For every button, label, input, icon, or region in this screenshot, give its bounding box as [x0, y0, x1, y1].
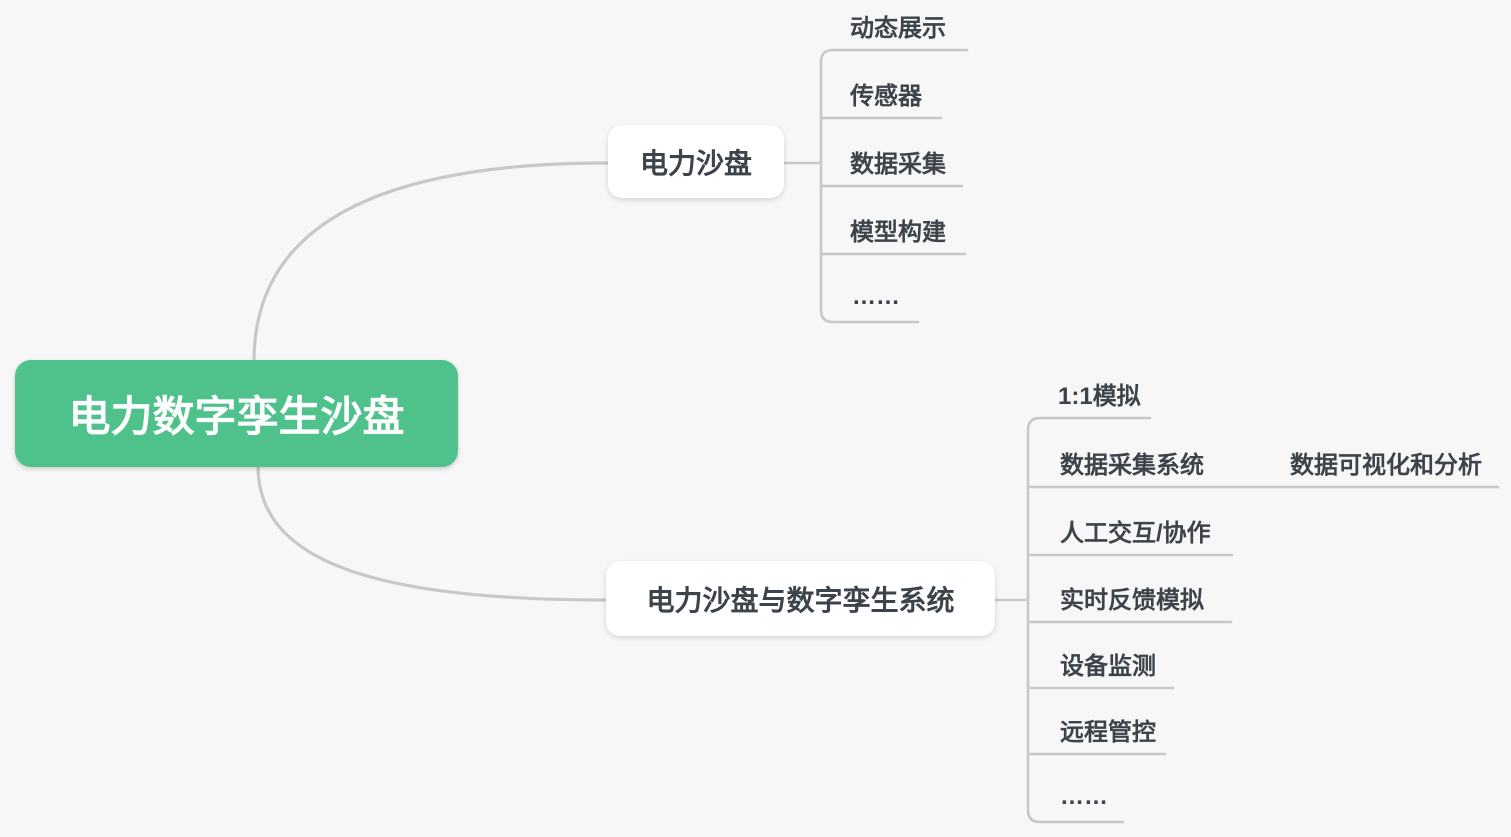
subtopic-device-monitoring[interactable]: 设备监测 [1060, 653, 1156, 680]
root-topic[interactable]: 电力数字孪生沙盘 [15, 360, 458, 467]
subtopic-data-collection[interactable]: 数据采集 [850, 151, 946, 178]
branch-topic-sandbox-digital-twin-system[interactable]: 电力沙盘与数字孪生系统 [606, 561, 995, 636]
subtopic-sensor[interactable]: 传感器 [850, 83, 922, 110]
branch-topic-power-sandbox[interactable]: 电力沙盘 [608, 125, 784, 198]
subtopic-ellipsis-bottom[interactable]: …… [1060, 783, 1108, 810]
branch-1-spine [1026, 416, 1152, 824]
subtopic-remote-control[interactable]: 远程管控 [1060, 719, 1156, 746]
subtopic-data-collection-system[interactable]: 数据采集系统 [1060, 452, 1204, 479]
subtopic-model-building[interactable]: 模型构建 [850, 219, 946, 246]
subtopic-human-interaction[interactable]: 人工交互/协作 [1060, 520, 1211, 547]
subtopic-ellipsis-top[interactable]: …… [852, 283, 900, 310]
subtopic-1-1-simulation[interactable]: 1:1模拟 [1058, 383, 1141, 410]
curve-root-to-branch-0 [252, 161, 609, 363]
curve-root-to-branch-1 [256, 464, 608, 602]
subtopic-dynamic-display[interactable]: 动态展示 [850, 15, 946, 42]
subtopic-data-visualization-analysis[interactable]: 数据可视化和分析 [1290, 452, 1482, 479]
subtopic-realtime-feedback[interactable]: 实时反馈模拟 [1060, 587, 1204, 614]
